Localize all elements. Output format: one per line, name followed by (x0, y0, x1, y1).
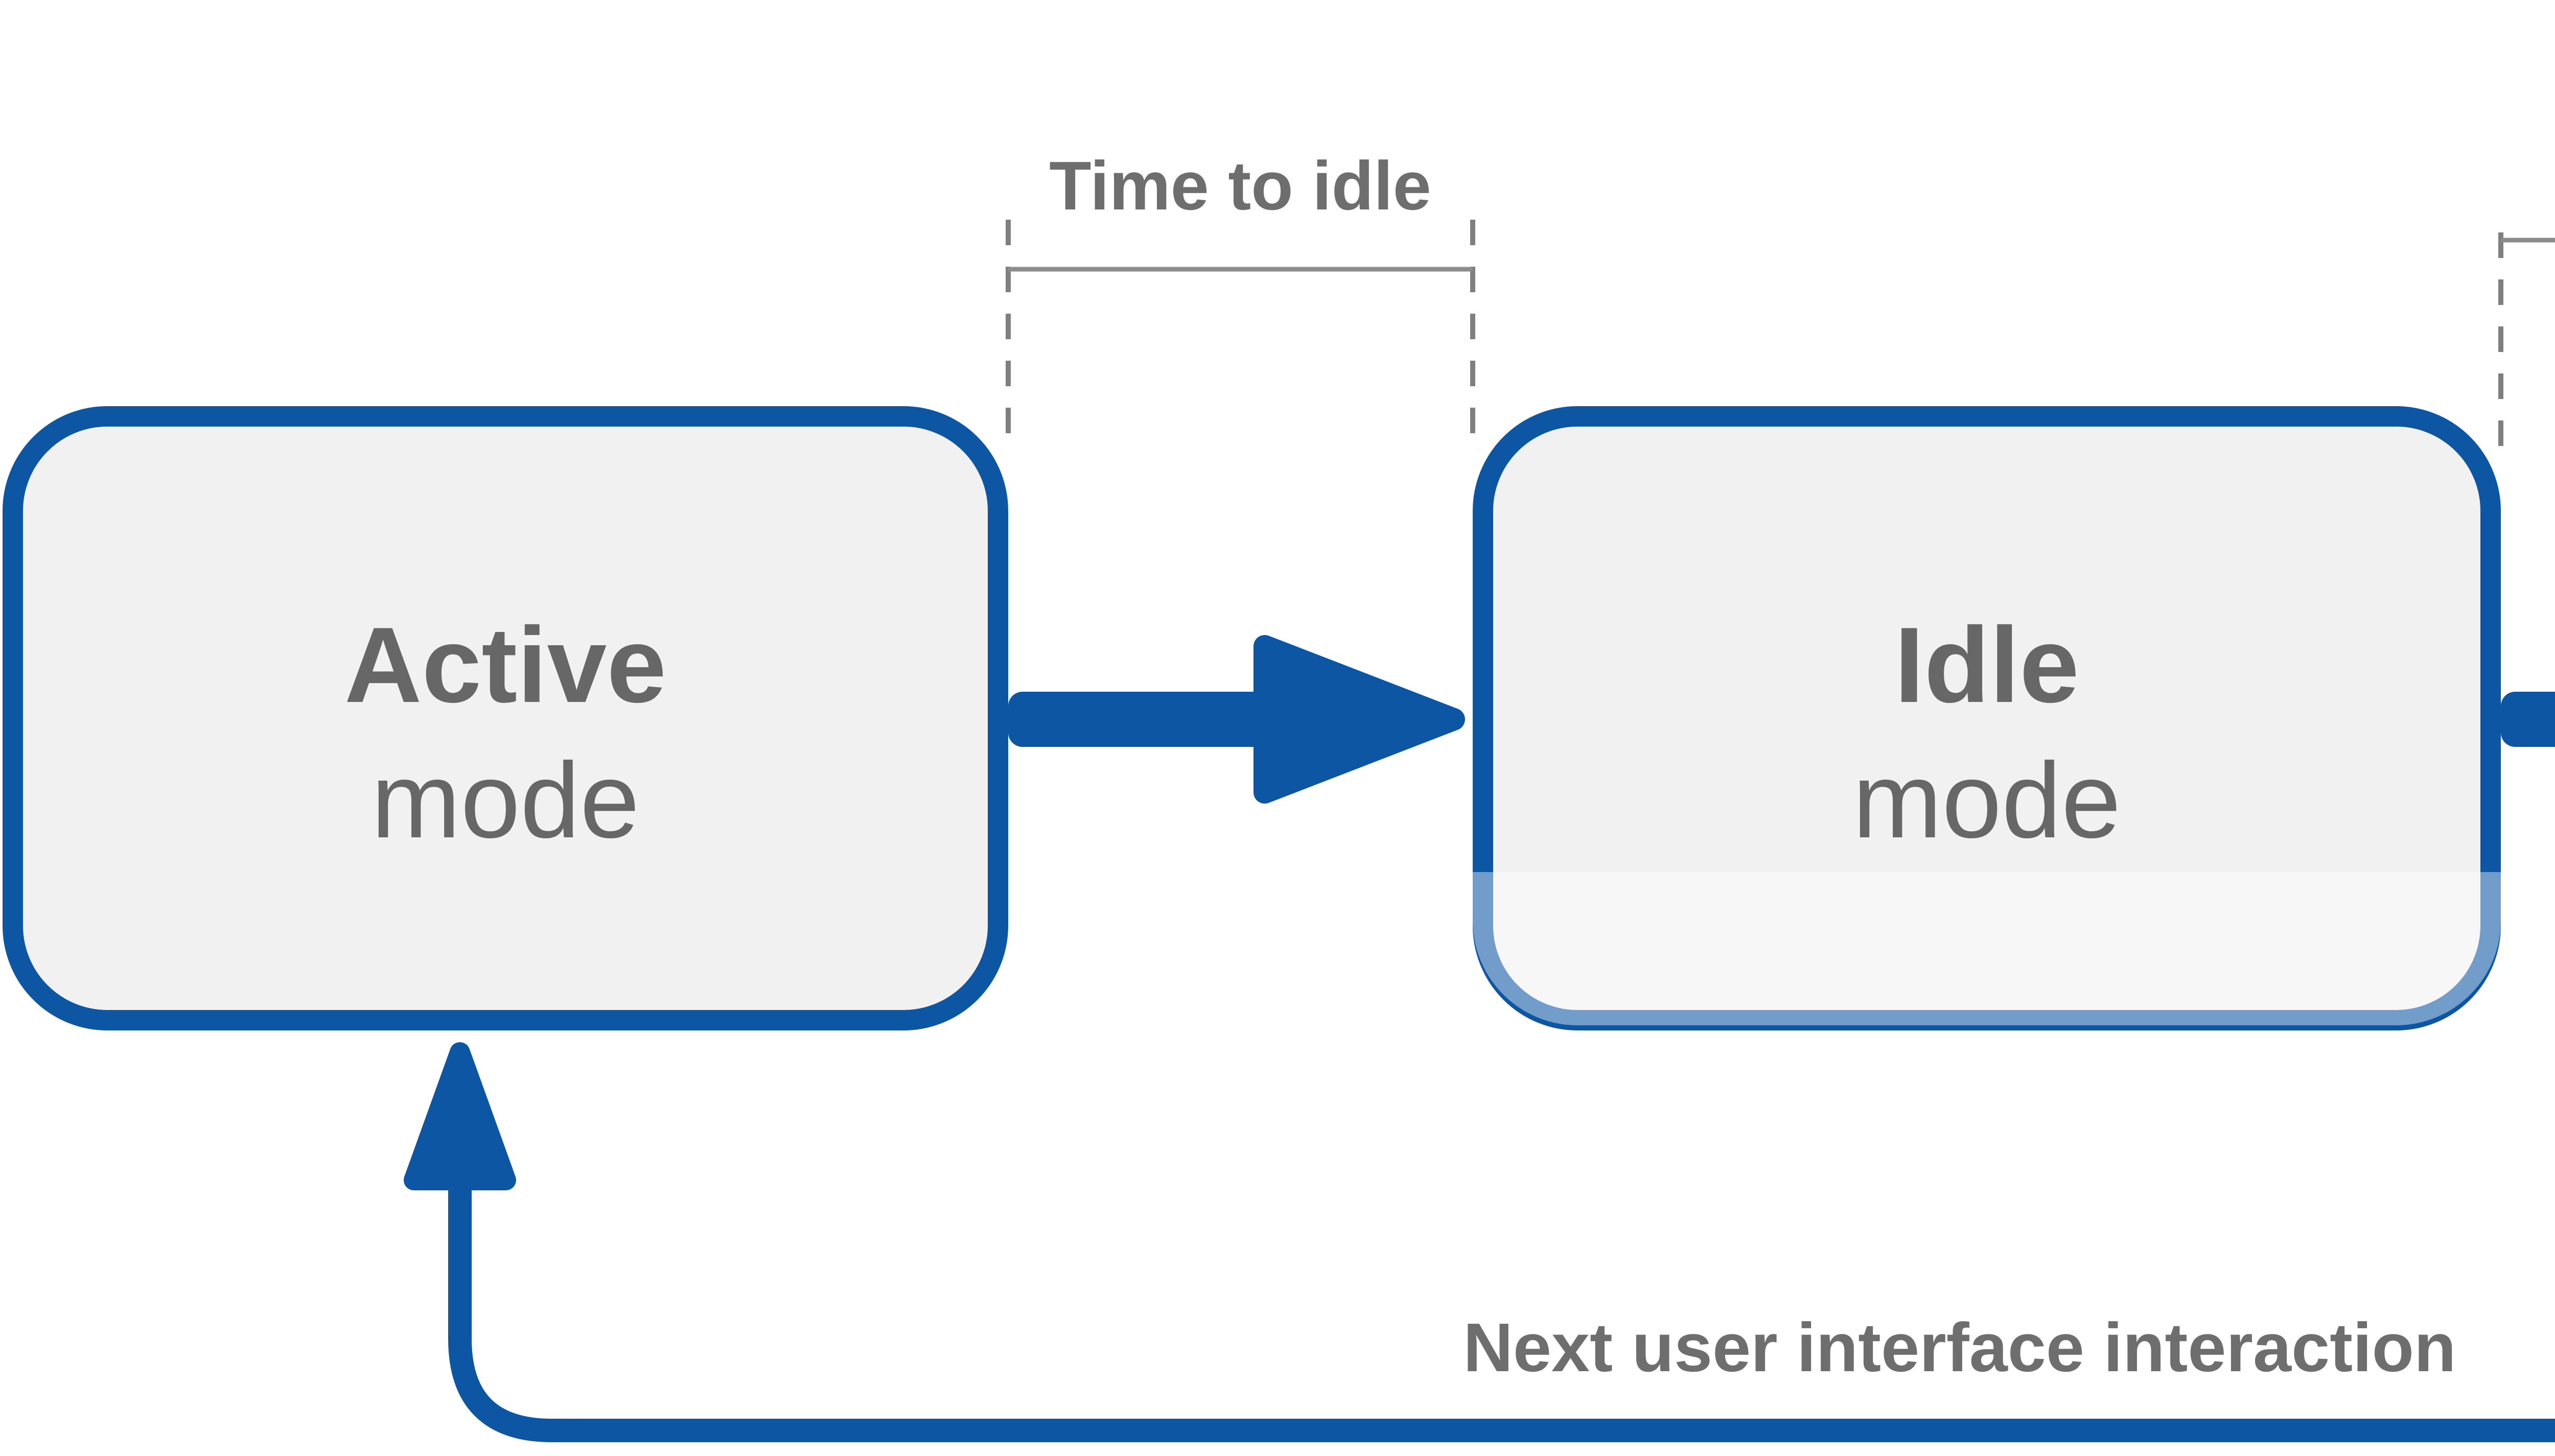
arrow-shaft (2501, 692, 2555, 747)
label-next-user-interface-interaction: Next user interface interaction (1463, 1309, 2456, 1386)
state-box-active: Active mode (3, 406, 1008, 1030)
return-line (448, 1185, 2555, 1442)
state-subtitle: mode (371, 740, 640, 860)
label-time-to-standby: Time to standby (2515, 77, 2555, 232)
state-title: Idle (1894, 604, 2079, 725)
state-box-idle: Idle mode (1473, 406, 2501, 1030)
state-subtitle: mode (1852, 740, 2121, 860)
arrowhead-up-icon (404, 1042, 516, 1190)
arrow-shaft (1008, 692, 1269, 747)
box-highlight-overlay (1473, 872, 2501, 1025)
arrow-idle-to-standby (2501, 692, 2555, 747)
arrow-active-to-idle (1008, 635, 1465, 804)
return-path-standby-to-active (404, 1042, 2555, 1442)
state-title: Active (344, 604, 667, 725)
label-time-to-idle: Time to idle (1049, 147, 1431, 224)
arrowhead-right-icon (1253, 635, 1465, 804)
